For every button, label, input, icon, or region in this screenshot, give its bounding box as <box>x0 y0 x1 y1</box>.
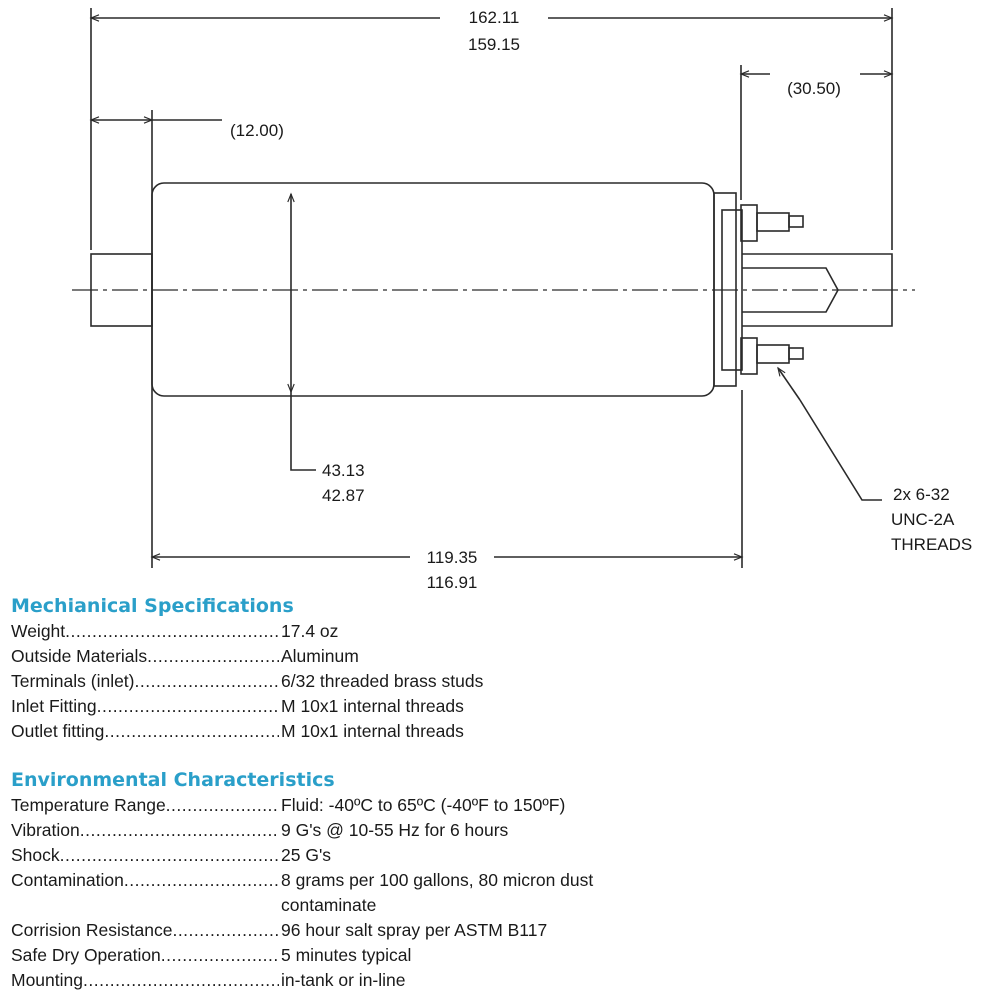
spec-label: Outside Materials <box>11 644 279 669</box>
spec-row-temperature: Temperature RangeFluid: -40ºC to 65ºC (-… <box>11 793 971 818</box>
spec-value: Fluid: -40ºC to 65ºC (-40ºF to 150ºF) <box>281 795 566 815</box>
dim-body-max-label: 119.35 <box>427 548 478 567</box>
terminal-stud-bottom-nut <box>740 337 758 375</box>
spec-row-contamination: Contamination 8 grams per 100 gallons, 8… <box>11 868 971 918</box>
terminal-stud-top-tip <box>788 215 804 228</box>
spec-label: Contamination <box>11 868 279 918</box>
dim-diameter-min-label: 42.87 <box>322 486 365 505</box>
dim-diameter-leader <box>290 392 316 471</box>
mechanical-specs: Mechianical Specifications Weight17.4 oz… <box>11 593 971 744</box>
threads-label-line1: 2x 6-32 <box>893 485 950 504</box>
spec-label: Weight <box>11 619 279 644</box>
terminal-stud-top-nut <box>740 204 758 242</box>
spec-row-corrosion: Corrision Resistance96 hour salt spray p… <box>11 918 971 943</box>
spec-row-terminals: Terminals (inlet)6/32 threaded brass stu… <box>11 669 971 694</box>
spec-value: M 10x1 internal threads <box>281 696 464 716</box>
spec-row-vibration: Vibration9 G's @ 10-55 Hz for 6 hours <box>11 818 971 843</box>
threads-leader <box>799 399 882 501</box>
spec-row-outlet-fitting: Outlet fittingM 10x1 internal threads <box>11 719 971 744</box>
spec-value-line1: 8 grams per 100 gallons, 80 micron dust <box>281 870 594 890</box>
spec-label: Corrision Resistance <box>11 918 279 943</box>
dim-body-min-label: 116.91 <box>427 573 478 590</box>
spec-value: 96 hour salt spray per ASTM B117 <box>281 920 548 940</box>
spec-label: Safe Dry Operation <box>11 943 279 968</box>
dim-overall-min-label: 159.15 <box>468 35 520 54</box>
spec-row-inlet-fitting: Inlet FittingM 10x1 internal threads <box>11 694 971 719</box>
spec-label: Outlet fitting <box>11 719 279 744</box>
spec-row-weight: Weight17.4 oz <box>11 619 971 644</box>
threads-label-line3: THREADS <box>891 535 972 554</box>
terminal-stud-bottom-tip <box>788 347 804 360</box>
spec-value-line2: contaminate <box>281 895 377 915</box>
dim-inlet-label: (12.00) <box>230 121 284 140</box>
spec-label: Mounting <box>11 968 279 993</box>
spec-value: 6/32 threaded brass studs <box>281 671 484 691</box>
environmental-title: Environmental Characteristics <box>11 769 335 791</box>
environmental-specs: Environmental Characteristics Temperatur… <box>11 767 971 993</box>
threads-leader-arrow <box>777 366 801 401</box>
threads-label-line2: UNC-2A <box>891 510 955 529</box>
mechanical-title: Mechianical Specifications <box>11 595 294 617</box>
spec-value: in-tank or in-line <box>281 970 406 990</box>
dim-outlet-label: (30.50) <box>787 79 841 98</box>
spec-label: Temperature Range <box>11 793 279 818</box>
spec-value: 9 G's @ 10-55 Hz for 6 hours <box>281 820 509 840</box>
terminal-stud-top <box>756 212 790 232</box>
spec-value: 25 G's <box>281 845 332 865</box>
spec-label: Vibration <box>11 818 279 843</box>
spec-value: 5 minutes typical <box>281 945 412 965</box>
spec-value: M 10x1 internal threads <box>281 721 464 741</box>
dim-diameter-max-label: 43.13 <box>322 461 365 480</box>
spec-value: 17.4 oz <box>281 621 339 641</box>
spec-label: Shock <box>11 843 279 868</box>
spec-value: Aluminum <box>281 646 359 666</box>
spec-label: Inlet Fitting <box>11 694 279 719</box>
spec-row-mounting: Mountingin-tank or in-line <box>11 968 971 993</box>
spec-row-dry-operation: Safe Dry Operation5 minutes typical <box>11 943 971 968</box>
spec-row-outside-materials: Outside MaterialsAluminum <box>11 644 971 669</box>
spec-row-shock: Shock25 G's <box>11 843 971 868</box>
dim-overall-max-label: 162.11 <box>469 8 520 27</box>
terminal-stud-bottom <box>756 344 790 364</box>
spec-label: Terminals (inlet) <box>11 669 279 694</box>
spec-value: 8 grams per 100 gallons, 80 micron dust … <box>279 868 971 918</box>
fuel-pump-dimension-drawing: 162.11 159.15 (30.50) (12.00) 43.13 42.8… <box>72 8 972 590</box>
